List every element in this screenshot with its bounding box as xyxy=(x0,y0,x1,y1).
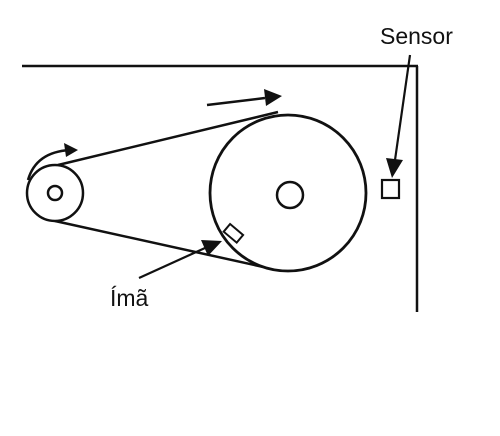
belt-direction-arrow xyxy=(206,89,282,107)
rotation-arrow xyxy=(26,143,78,181)
small-pulley xyxy=(25,163,85,223)
magnet-pointer-arrow xyxy=(138,240,222,280)
belt-top-segment xyxy=(57,110,279,167)
magnet-rectangle xyxy=(222,222,245,245)
sensor-pointer-arrow xyxy=(386,54,412,178)
sensor-box xyxy=(380,178,401,200)
small-pulley-hub xyxy=(46,184,64,202)
sensor-label: Sensor xyxy=(380,23,453,49)
magnet-label: Ímã xyxy=(110,285,149,311)
large-pulley xyxy=(208,113,368,273)
belt-bottom-segment xyxy=(54,219,269,270)
large-pulley-hub xyxy=(275,180,305,210)
